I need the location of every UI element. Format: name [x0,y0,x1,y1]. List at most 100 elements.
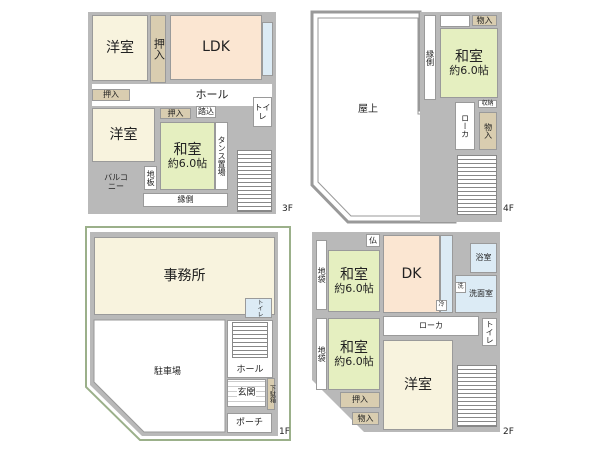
stairs-1f [232,322,268,358]
veranda-3f: 縁側 [143,193,228,207]
size-label: 約6.0帖 [167,156,208,170]
label: 地板 [146,170,156,186]
parking-label: 駐車場 [140,362,195,382]
washroom-2f: 洗面室 [455,275,497,313]
dining-kitchen-2f: DK [383,235,440,313]
label: トイレ [255,299,263,317]
label: 縁側 [425,49,435,66]
label: 押入 [352,395,368,405]
corridor-4f: ローカ [455,102,475,150]
japanese-room-4f: 和室約6.0帖 [440,28,498,98]
label: トイレ [485,320,495,344]
japanese-room-2f-2: 和室約6.0帖 [328,318,380,390]
label: ローカ [419,321,443,331]
label: 物入 [357,413,374,423]
low-cabinet-2f-1: 地袋 [316,240,327,310]
altar-space: 仏 [366,234,380,247]
bathroom-2f: 浴室 [470,243,497,273]
label: 洋室 [404,376,432,393]
label: 事務所 [163,267,206,284]
label: 仏 [369,235,377,245]
label: 屋上 [358,104,378,116]
label: トイレ [254,102,271,121]
label: 物入 [483,123,493,139]
closet-3f-3: 押入 [160,108,191,119]
label: 物入 [476,15,493,25]
label: DK [401,265,422,282]
storage-4f-2: 物入 [479,112,497,150]
rooftop-4f: 屋上 [340,100,396,120]
label: 地袋 [317,346,327,362]
balcony-3f: バルコニー [104,172,128,192]
washer-space: 洗 [455,282,466,293]
label: 洗 [457,283,464,291]
label: 浴室 [475,253,492,263]
site-1f-outline [85,226,291,441]
shoe-cabinet: 下駄箱 [267,378,275,410]
label: 冷 [438,301,445,309]
label: 押入 [103,90,119,100]
label: 洋室 [106,39,134,56]
storage-4f-small: 収納 [478,100,497,108]
label: 和室 [340,339,368,356]
label: ポーチ [235,417,263,428]
stairs-2f [457,365,497,427]
label: バルコニー [104,172,128,191]
toilet-2f: トイレ [482,318,497,346]
label: ホール [236,364,264,375]
hall-3f: ホール [92,84,272,106]
floor-label-1f: 1F [279,427,290,437]
label: 押入 [152,38,166,60]
size-label: 約6.0帖 [334,281,374,295]
corridor-2f: ローカ [383,316,479,336]
toilet-1f: トイレ [245,298,272,318]
label: 洋室 [109,126,138,143]
size-label: 約6.0帖 [449,63,489,77]
entrance-1f: 玄関 [227,379,266,407]
parking [93,319,226,433]
floor-label-3f: 3F [282,204,293,214]
label: LDK [202,39,230,56]
closet-3f-1: 押入 [150,15,166,83]
alcove-4f [440,15,470,27]
label: 和室 [173,141,202,158]
label: 押入 [167,108,184,118]
stairs-3f [237,150,272,212]
label: 洗面室 [469,289,493,299]
label: 和室 [340,266,368,283]
ldk-3f: LDK [170,15,262,80]
label: 地袋 [317,267,327,283]
closet-3f-2: 押入 [92,89,130,101]
western-room-2f: 洋室 [383,340,453,430]
label: 縁側 [177,195,194,205]
porch-1f: ポーチ [227,413,272,433]
western-room-3f-2: 洋室 [92,108,155,162]
toilet-3f: トイレ [253,97,272,127]
office-1f: 事務所 [94,237,275,315]
label: 踏込 [198,107,214,117]
storage-4f-1: 物入 [472,15,497,26]
kitchen-counter-2f [440,235,453,313]
floor-label-4f: 4F [503,204,514,214]
fridge-space: 冷 [436,300,447,311]
label: 和室 [455,48,483,65]
veranda-4f: 縁側 [424,15,436,100]
japanese-room-3f: 和室約6.0帖 [160,122,215,190]
label: 駐車場 [153,366,181,377]
low-cabinet-2f-2: 地袋 [316,318,327,390]
closet-2f: 押入 [340,392,380,408]
label: 収納 [481,99,494,107]
wardrobe-space: タンス置場 [215,122,228,190]
storage-2f: 物入 [352,412,379,425]
stairs-4f [457,155,497,215]
label: 玄関 [237,387,256,399]
western-room-3f-1: 洋室 [92,15,148,81]
label: タンス置場 [217,136,227,176]
entry-step-3f: 踏込 [196,106,216,118]
size-label: 約6.0帖 [334,354,374,368]
floor-board: 地板 [144,166,157,190]
floor-label-2f: 2F [503,427,514,437]
label: 下駄箱 [268,385,276,403]
japanese-room-2f-1: 和室約6.0帖 [328,250,380,312]
